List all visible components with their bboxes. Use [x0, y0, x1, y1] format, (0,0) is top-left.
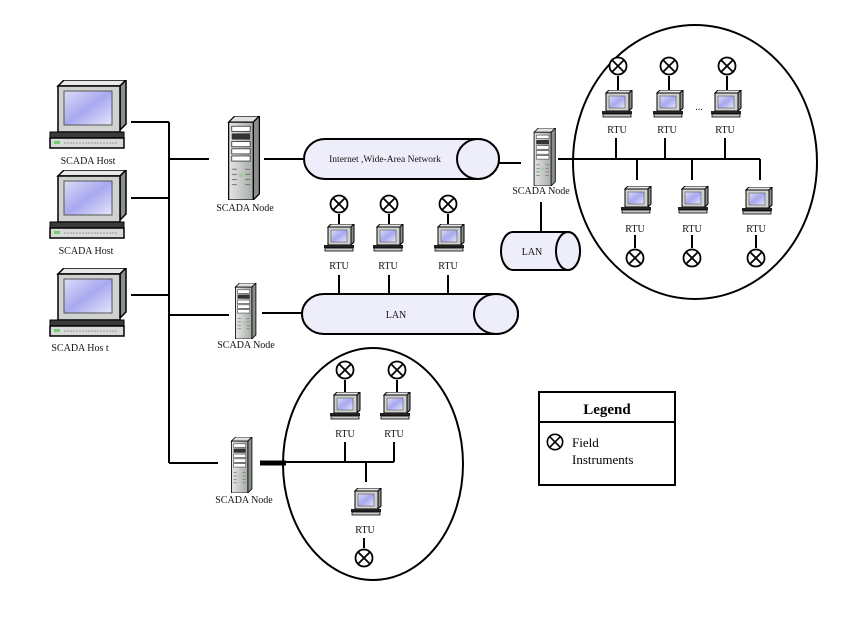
- rtu-label: RTU: [657, 125, 677, 136]
- wan-cylinder[interactable]: Internet ,Wide-Area Network: [303, 138, 500, 180]
- scada-node-3[interactable]: SCADA Node: [217, 283, 275, 351]
- field-instrument-icon: [387, 360, 407, 380]
- rtu-label: RTU: [625, 224, 645, 235]
- rtu-label: RTU: [384, 429, 404, 440]
- right-bus: [558, 76, 761, 248]
- lan-center-cylinder[interactable]: LAN: [301, 293, 519, 335]
- bottom-bus: [284, 380, 398, 548]
- rtu-computer-icon: [323, 224, 355, 252]
- rtu-computer-icon: [601, 90, 633, 118]
- rtu-bottom-2[interactable]: RTU: [379, 360, 411, 441]
- server-icon: [228, 116, 261, 200]
- rtu-computer-icon: [350, 488, 382, 516]
- rtu-computer-icon: [677, 186, 709, 214]
- rtu-label: RTU: [607, 125, 627, 136]
- legend-title: Legend: [583, 402, 631, 418]
- rtu-computer-icon: [710, 90, 742, 118]
- ellipsis-more-rtus: ...: [695, 102, 703, 113]
- field-site-right: [572, 24, 818, 300]
- field-instrument-icon: [717, 56, 737, 76]
- rtu-center-3[interactable]: RTU: [433, 194, 465, 273]
- node-label: SCADA Node: [215, 495, 273, 506]
- rtu-right-bottom-1[interactable]: RTU: [620, 186, 652, 268]
- rtu-label: RTU: [378, 261, 398, 272]
- scada-host-1[interactable]: SCADA Host: [49, 80, 127, 167]
- rtu-computer-icon: [372, 224, 404, 252]
- field-site-bottom: [282, 347, 464, 581]
- host-computer-icon: [49, 170, 127, 239]
- field-instrument-icon: [438, 194, 458, 214]
- field-instrument-icon: [546, 433, 564, 451]
- field-instrument-icon: [379, 194, 399, 214]
- server-icon: [533, 128, 556, 186]
- legend-item-line2: Instruments: [572, 452, 633, 467]
- host-label: SCADA Host: [59, 246, 114, 257]
- field-instrument-icon: [659, 56, 679, 76]
- field-instrument-icon: [625, 248, 645, 268]
- rtu-label: RTU: [715, 125, 735, 136]
- rtu-computer-icon: [329, 392, 361, 420]
- rtu-right-top-1[interactable]: RTU: [601, 56, 633, 137]
- lan-label: LAN: [522, 247, 543, 258]
- field-instrument-icon: [746, 248, 766, 268]
- field-instrument-icon: [354, 548, 374, 568]
- host-computer-icon: [49, 80, 127, 149]
- rtu-computer-icon: [379, 392, 411, 420]
- rtu-label: RTU: [355, 525, 375, 536]
- rtu-right-bottom-3[interactable]: RTU: [741, 187, 773, 268]
- rtu-label: RTU: [746, 224, 766, 235]
- scada-host-2[interactable]: SCADA Host: [49, 170, 127, 257]
- server-icon: [234, 283, 257, 339]
- host-computer-icon: [49, 268, 127, 337]
- rtu-computer-icon: [433, 224, 465, 252]
- field-instrument-icon: [335, 360, 355, 380]
- field-instrument-icon: [608, 56, 628, 76]
- legend-item-line1: Field: [572, 435, 599, 450]
- host-label: SCADA Host: [61, 156, 116, 167]
- rtu-right-top-2[interactable]: RTU: [652, 56, 684, 137]
- lan-label: LAN: [386, 310, 407, 321]
- wan-label: Internet ,Wide-Area Network: [329, 155, 441, 165]
- scada-host-3[interactable]: SCADA Hos t: [49, 268, 127, 354]
- rtu-label: RTU: [335, 429, 355, 440]
- scada-node-2[interactable]: SCADA Node: [512, 128, 570, 197]
- rtu-label: RTU: [682, 224, 702, 235]
- server-icon: [230, 437, 253, 493]
- rtu-label: RTU: [329, 261, 349, 272]
- rtu-computer-icon: [620, 186, 652, 214]
- lan-right-cylinder[interactable]: LAN: [500, 231, 581, 271]
- rtu-center-2[interactable]: RTU: [372, 194, 404, 273]
- rtu-computer-icon: [741, 187, 773, 215]
- rtu-bottom-3[interactable]: RTU: [350, 488, 382, 568]
- field-instrument-icon: [682, 248, 702, 268]
- rtu-computer-icon: [652, 90, 684, 118]
- rtu-right-bottom-2[interactable]: RTU: [677, 186, 709, 268]
- backbone-wires: [131, 121, 229, 464]
- rtu-right-top-3[interactable]: RTU: [710, 56, 742, 137]
- host-label: SCADA Hos t: [51, 343, 108, 354]
- rtu-label: RTU: [438, 261, 458, 272]
- legend: Legend Field Instruments: [538, 391, 676, 486]
- scada-node-1[interactable]: SCADA Node: [216, 116, 274, 214]
- node-label: SCADA Node: [512, 186, 570, 197]
- rtu-bottom-1[interactable]: RTU: [329, 360, 361, 441]
- node-label: SCADA Node: [216, 203, 274, 214]
- rtu-center-1[interactable]: RTU: [323, 194, 355, 273]
- center-rtu-wires: [338, 214, 449, 295]
- node-label: SCADA Node: [217, 340, 275, 351]
- scada-node-4[interactable]: SCADA Node: [215, 437, 273, 506]
- field-instrument-icon: [329, 194, 349, 214]
